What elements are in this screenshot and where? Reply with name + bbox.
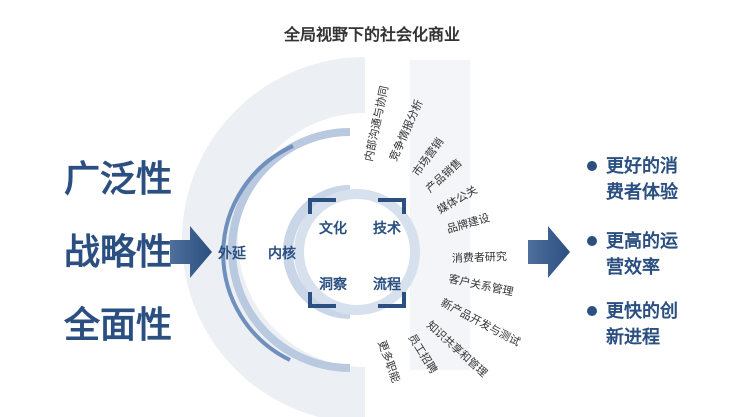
ring-label-outer: 外延 — [218, 245, 247, 262]
quadrant-process: 流程 — [373, 276, 401, 293]
bullet-icon — [587, 306, 597, 316]
pillar-strategic: 战略性 — [64, 232, 172, 273]
function-label-consumer-research: 消费者研究 — [452, 249, 507, 265]
outer-arc — [228, 128, 351, 372]
quadrant-brackets — [308, 198, 406, 308]
bullet-icon — [587, 236, 597, 246]
function-label-more-functions: 更多职能 — [375, 338, 403, 384]
outcome-1-line1: 更好的消 — [606, 155, 678, 177]
outcome-1-line2: 费者体验 — [606, 181, 679, 203]
function-label-internal-comm: 内部沟通与协同 — [361, 84, 391, 162]
outcome-3-line1: 更快的创 — [606, 300, 678, 322]
ring-label-inner: 内核 — [268, 245, 296, 262]
left-arrow-icon — [170, 226, 212, 278]
quadrant-culture: 文化 — [319, 220, 347, 237]
background-logo — [182, 57, 470, 417]
outcome-2-line2: 营效率 — [606, 256, 660, 278]
quadrant-insight: 洞察 — [319, 276, 348, 293]
bullet-icon — [587, 161, 597, 171]
outcome-list: 更好的消 费者体验 更高的运 营效率 更快的创 新进程 — [587, 155, 679, 348]
outcome-3-line2: 新进程 — [606, 326, 660, 348]
right-arrow-icon — [528, 226, 570, 278]
page-title: 全局视野下的社会化商业 — [283, 25, 460, 44]
core-circle — [294, 189, 420, 315]
quadrant-technology: 技术 — [373, 220, 401, 237]
outcome-2-line1: 更高的运 — [606, 230, 678, 252]
pillar-breadth: 广泛性 — [64, 159, 172, 200]
pillar-comprehensive: 全面性 — [63, 304, 172, 346]
